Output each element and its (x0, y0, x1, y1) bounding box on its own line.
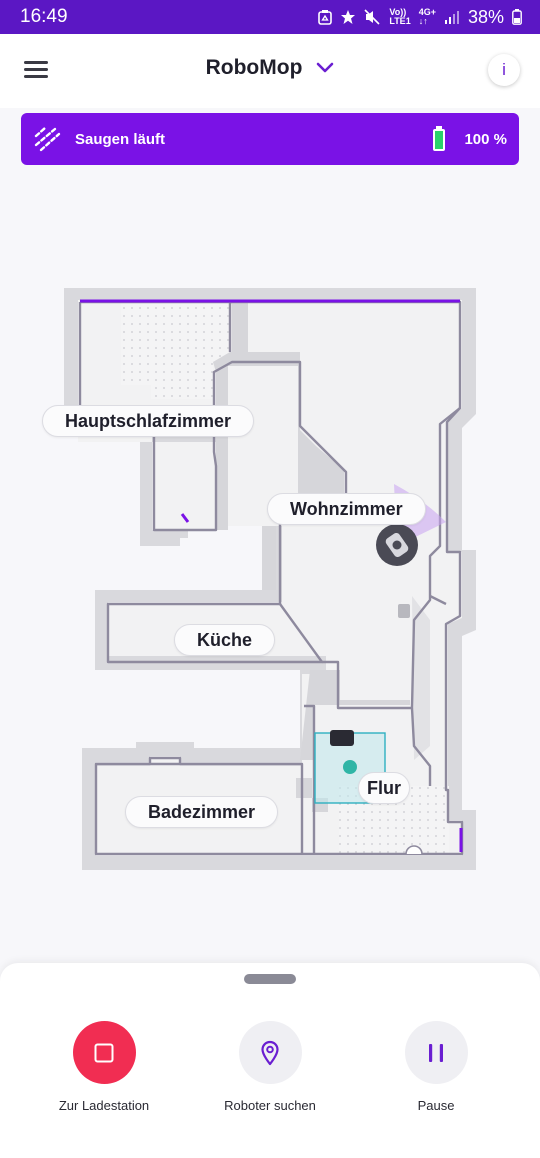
find-robot-button[interactable]: Roboter suchen (195, 1021, 345, 1113)
robot-battery-icon (433, 126, 446, 151)
door-arc (405, 845, 423, 855)
robot-vacuum-icon (376, 524, 418, 566)
obstacle-marker (398, 604, 410, 618)
battery-icon (512, 9, 522, 25)
return-to-dock-label: Zur Ladestation (58, 1098, 150, 1113)
floor-map[interactable]: Hauptschlafzimmer Wohnzimmer Küche Flur … (0, 200, 540, 960)
device-selector[interactable]: RoboMop (0, 56, 540, 80)
pause-button[interactable]: Pause (361, 1021, 511, 1113)
network-label: Vo)) LTE1 (389, 7, 411, 26)
room-outlines (78, 300, 464, 856)
floor-plan-svg (64, 288, 476, 870)
hamburger-icon-line (24, 68, 48, 71)
return-to-dock-button[interactable]: Zur Ladestation (29, 1021, 179, 1113)
docking-station-icon (330, 730, 354, 746)
data-label: 4G+↓↑ (418, 7, 436, 26)
stop-square-icon (94, 1043, 114, 1062)
carpet-area (151, 355, 213, 399)
cleaned-edges (80, 299, 463, 852)
info-button[interactable]: i (488, 54, 520, 86)
dock-position-marker (343, 760, 357, 774)
find-robot-circle[interactable] (238, 1021, 302, 1084)
room-label-wohnzimmer[interactable]: Wohnzimmer (267, 493, 426, 525)
sheet-drag-handle[interactable] (244, 974, 296, 984)
app-bar: RoboMop i (0, 34, 540, 108)
room-label-kueche[interactable]: Küche (174, 624, 276, 656)
status-icons: Vo)) LTE1 4G+↓↑ 38% (318, 7, 522, 28)
chevron-down-icon (317, 62, 334, 73)
status-time: 16:49 (20, 6, 68, 27)
recycle-notification-icon (318, 10, 333, 25)
carpet-area (121, 303, 231, 361)
hamburger-icon-line (24, 61, 48, 64)
control-sheet: Zur Ladestation Roboter suchen Pause (0, 963, 540, 1158)
room-label-badezimmer[interactable]: Badezimmer (125, 796, 279, 828)
pause-circle[interactable] (404, 1021, 468, 1084)
find-robot-label: Roboter suchen (224, 1098, 316, 1113)
pause-label: Pause (417, 1098, 455, 1113)
cleaning-status-label: Saugen läuft (75, 130, 166, 148)
signal-icon (444, 11, 459, 24)
battery-percent: 38% (467, 6, 504, 27)
room-label-hauptschlafzimmer[interactable]: Hauptschlafzimmer (42, 405, 255, 437)
device-title: RoboMop (205, 56, 303, 79)
star-icon (341, 10, 356, 24)
return-to-dock-circle[interactable] (72, 1021, 136, 1084)
pause-icon (429, 1043, 443, 1062)
vacuum-stripes-icon (34, 126, 61, 152)
mute-icon (364, 9, 380, 25)
location-pin-icon (261, 1040, 279, 1065)
room-label-flur[interactable]: Flur (358, 772, 410, 804)
carpet-area (121, 355, 151, 385)
cleaning-status-banner: Saugen läuft 100 % (21, 113, 519, 165)
menu-button[interactable] (22, 58, 52, 82)
status-bar: 16:49 Vo)) LTE1 4G+↓↑ 38% (0, 0, 540, 34)
hamburger-icon-line (24, 75, 48, 78)
robot-battery-percent: 100 % (464, 130, 507, 148)
